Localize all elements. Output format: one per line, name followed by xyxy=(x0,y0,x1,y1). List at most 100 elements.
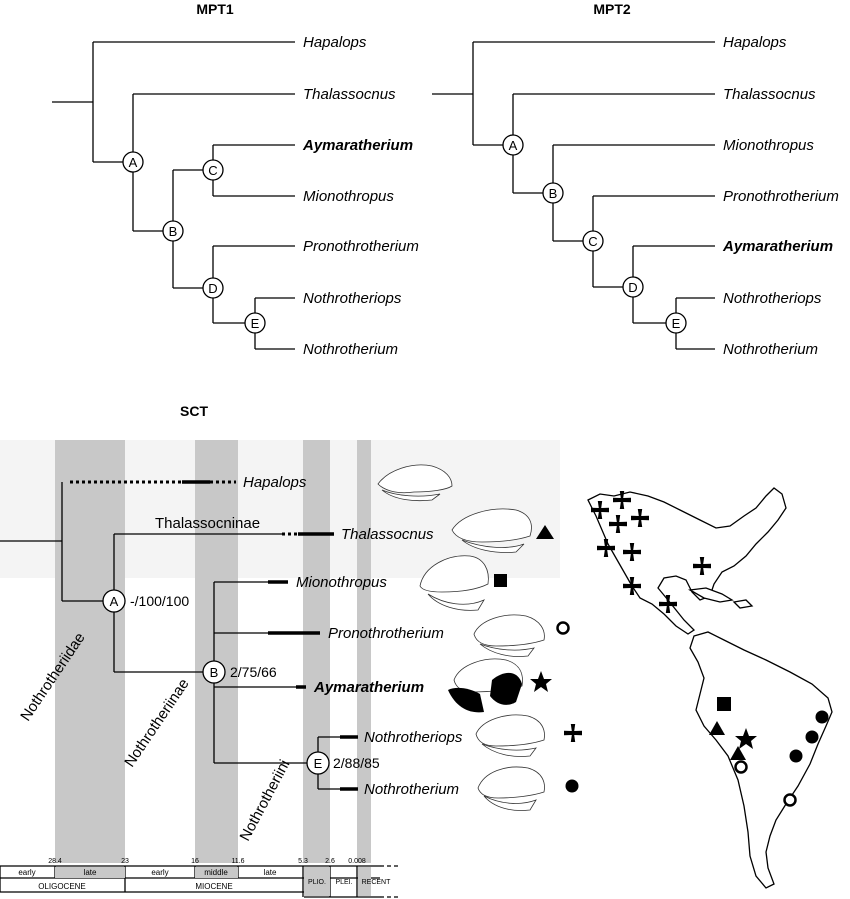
svg-text:B: B xyxy=(169,224,178,239)
support-node-a: -/100/100 xyxy=(130,593,189,609)
map-open-circle-icon xyxy=(783,793,797,807)
epoch-miocene: MIOCENE xyxy=(195,882,232,891)
age-0-008: 0.008 xyxy=(348,858,366,865)
sct-taxon-nothrotherium: Nothrotherium xyxy=(364,781,459,798)
mpt2-node-d: D xyxy=(622,276,644,298)
square-icon xyxy=(494,574,507,587)
svg-text:E: E xyxy=(314,756,323,771)
age-16: 16 xyxy=(191,858,199,865)
svg-text:A: A xyxy=(129,155,138,170)
mpt1-node-c: C xyxy=(202,159,224,181)
map-triangle-icon xyxy=(709,721,725,735)
mpt2-node-a: A xyxy=(502,134,524,156)
subepoch-early-miocene: early xyxy=(151,868,168,877)
map-open-circle-icon xyxy=(734,760,748,774)
sct-node-a: A xyxy=(102,589,126,613)
sct-taxon-hapalops: Hapalops xyxy=(243,474,307,491)
triangle-icon xyxy=(536,525,554,539)
mpt2-title: MPT2 xyxy=(593,1,631,17)
mpt1-node-d: D xyxy=(202,277,224,299)
sct-taxon-aymaratherium: Aymaratherium xyxy=(313,679,424,696)
svg-text:E: E xyxy=(672,316,681,331)
svg-text:A: A xyxy=(509,138,518,153)
skull-nothrotherium-icon xyxy=(477,766,545,811)
mpt2-taxon-thalassocnus: Thalassocnus xyxy=(723,86,816,103)
mpt2-taxon-mionothropus: Mionothropus xyxy=(723,137,814,154)
mpt2-tree: MPT2 A B xyxy=(432,1,839,358)
mpt2-node-b: B xyxy=(542,182,564,204)
age-2-6: 2.6 xyxy=(325,858,335,865)
mpt1-taxon-nothrotheriops: Nothrotheriops xyxy=(303,290,402,307)
age-28-4: 28.4 xyxy=(48,858,62,865)
clade-thalassocninae: Thalassocninae xyxy=(155,515,260,532)
open-circle-icon xyxy=(556,621,570,635)
subepoch-early-oligocene: early xyxy=(18,868,35,877)
sct-taxon-pronothrotherium: Pronothrotherium xyxy=(328,625,444,642)
sct-node-b: B xyxy=(202,660,226,684)
sct-tree: SCT xyxy=(0,403,560,863)
skull-illustrations xyxy=(377,464,545,811)
skull-pronothrotherium-icon xyxy=(473,614,545,657)
epoch-pleistocene: PLEI. xyxy=(335,879,352,886)
mpt1-taxon-nothrotherium: Nothrotherium xyxy=(303,341,398,358)
sct-node-e: E xyxy=(306,751,330,775)
age-5-3: 5.3 xyxy=(298,858,308,865)
mpt1-taxon-mionothropus: Mionothropus xyxy=(303,188,394,205)
svg-text:C: C xyxy=(588,234,597,249)
age-11-6: 11.6 xyxy=(231,858,244,865)
north-america-landmass xyxy=(587,487,787,635)
mpt2-taxon-hapalops: Hapalops xyxy=(723,34,787,51)
svg-text:E: E xyxy=(251,316,260,331)
skull-nothrotheriops-icon xyxy=(475,714,545,757)
skull-aymaratherium-icon xyxy=(448,658,523,713)
subepoch-middle-miocene: middle xyxy=(204,868,228,877)
mpt1-tree: MPT1 A B xyxy=(52,1,419,358)
svg-text:B: B xyxy=(549,186,558,201)
map-triangle-icon xyxy=(730,746,746,760)
time-band-recent xyxy=(357,440,371,863)
support-node-e: 2/88/85 xyxy=(333,755,380,771)
map-filled-circle-icon xyxy=(805,730,819,744)
cuba-landmass xyxy=(687,587,734,603)
svg-text:A: A xyxy=(110,594,119,609)
mpt1-taxon-aymaratherium: Aymaratherium xyxy=(302,137,413,154)
skull-mionothropus-icon xyxy=(419,555,489,611)
sct-taxon-nothrotheriops: Nothrotheriops xyxy=(364,729,463,746)
south-america-landmass xyxy=(689,631,833,889)
svg-text:B: B xyxy=(210,665,219,680)
mpt1-node-e: E xyxy=(244,312,266,334)
mpt1-taxon-thalassocnus: Thalassocnus xyxy=(303,86,396,103)
support-node-b: 2/75/66 xyxy=(230,664,277,680)
epoch-pliocene: PLIO. xyxy=(308,879,326,886)
mpt1-node-b: B xyxy=(162,220,184,242)
skull-hapalops-icon xyxy=(377,464,453,502)
mpt2-taxon-pronothrotherium: Pronothrotherium xyxy=(723,188,839,205)
sct-title: SCT xyxy=(180,403,208,419)
subepoch-late-oligocene: late xyxy=(84,868,97,877)
mpt2-node-c: C xyxy=(582,230,604,252)
sct-taxon-thalassocnus: Thalassocnus xyxy=(341,526,434,543)
svg-text:C: C xyxy=(208,163,217,178)
time-band-late-oligocene xyxy=(55,440,125,863)
map-square-icon xyxy=(717,697,731,711)
epoch-oligocene: OLIGOCENE xyxy=(38,882,86,891)
map-filled-circle-icon xyxy=(789,749,803,763)
filled-circle-icon xyxy=(565,779,579,793)
mpt2-node-e: E xyxy=(665,312,687,334)
taxon-symbols xyxy=(494,525,582,793)
mpt1-node-a: A xyxy=(122,151,144,173)
hispaniola-landmass xyxy=(732,599,754,609)
time-band-pliocene xyxy=(303,440,330,863)
subepoch-late-miocene: late xyxy=(264,868,277,877)
cross-icon xyxy=(564,724,582,742)
time-band-middle-miocene xyxy=(195,440,238,863)
geologic-timescale: 28.4 23 16 11.6 5.3 2.6 0.008 early late… xyxy=(0,858,400,898)
epoch-recent: RECENT xyxy=(362,879,392,886)
age-23: 23 xyxy=(121,858,129,865)
mpt1-taxon-pronothrotherium: Pronothrotherium xyxy=(303,238,419,255)
star-icon xyxy=(530,671,552,692)
map-filled-circle-icon xyxy=(815,710,829,724)
americas-map xyxy=(587,487,833,889)
map-star-icon xyxy=(735,728,757,749)
mpt1-title: MPT1 xyxy=(196,1,234,17)
